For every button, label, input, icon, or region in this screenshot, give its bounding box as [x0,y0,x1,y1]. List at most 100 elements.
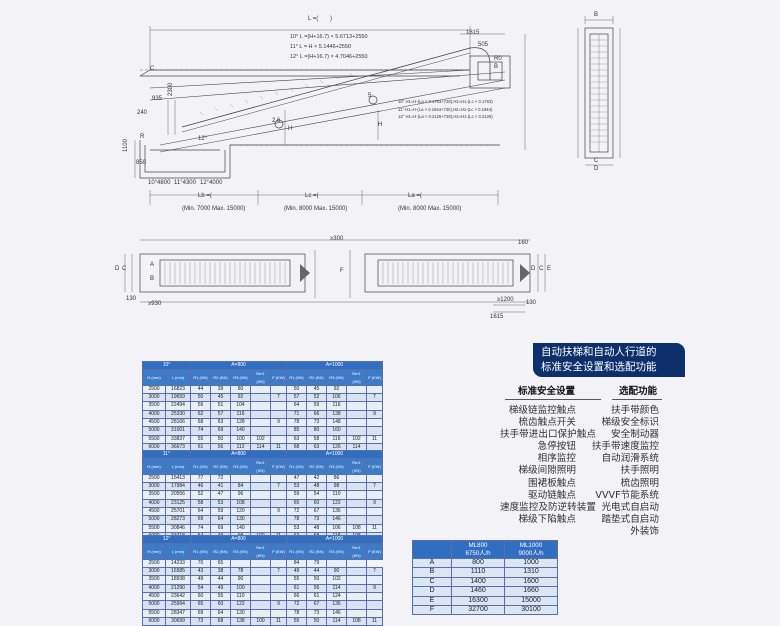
spec-cell: 122 [326,498,347,509]
spec-cell: 77 [190,473,211,484]
spec-cell: 130 [230,515,251,525]
spec-cell [326,558,347,569]
spec-cell: 70 [190,558,211,569]
spec-cell: 5500 [142,523,166,533]
spec-cell: 7 [270,393,287,403]
spec-cell: 52 [306,393,327,403]
spec-cell: 53 [286,523,307,533]
spec-cell: 4000 [142,583,166,594]
range-b: (Min. 7000 Max. 15000) [182,206,246,212]
spec-column-header: R2 (KN) [306,543,327,560]
width-1000-header: A=1000 [286,360,383,371]
capacity-value: 30100 [504,605,558,616]
spec-cell: 33837 [165,434,191,444]
spec-cell: 47 [286,473,307,484]
optional-title: 选配功能 [619,386,658,397]
section-banner: 自动扶梯和自动人行道的 标准安全设置和选配功能 [533,343,685,377]
spec-cell [346,498,367,509]
spec-column-header: R1 (KN) [286,543,307,560]
spec-cell [346,608,367,618]
spec-cell: 15413 [165,473,191,484]
r-label: R [140,134,145,140]
spec-cell: 57 [286,393,307,403]
spec-cell: 100 [230,583,251,594]
spec-cell [366,600,383,610]
spec-cell: 138 [326,409,347,420]
spec-column-header: R1 (KN) [286,369,307,386]
spec-cell: 16823 [165,384,191,395]
spec-column-header: R3 (KN) [230,458,251,475]
optional-feature-item: 梯级安全标识 [601,417,659,429]
spec-cell: 5500 [142,434,166,444]
spec-cell: 5000 [142,515,166,525]
spec-cell [346,583,367,594]
spec-cell: 72 [210,473,231,484]
spec-cell: 4500 [142,592,166,602]
standard-safety-item: 速度监控及防逆转装置 [500,501,596,513]
spec-cell: 5000 [142,600,166,610]
spec-column-header: L (mm) [165,458,191,475]
spec-column-header: L (mm) [165,543,191,560]
spec-cell: 44 [190,384,211,395]
spec-cell: 53 [210,498,231,509]
spec-cell: 62 [190,409,211,420]
optional-title-underline [612,399,662,400]
spec-cell: 104 [230,401,251,411]
formula-11: 11° L = H × 5.1446+2550 [290,44,352,50]
spec-cell: 54 [306,490,327,500]
spec-cell: 110 [230,592,251,602]
dim-ge300: ≥300 [330,236,344,242]
spec-cell: 48 [306,482,327,492]
spec-cell: 67 [306,600,327,610]
spec-cell: 45 [306,384,327,395]
spec-cell: 67 [306,507,327,517]
spec-cell: 60 [306,498,327,509]
spec-cell: 122 [230,600,251,610]
spec-cell [250,600,271,610]
spec-cell: 72 [286,600,307,610]
spec-cell: 57 [210,409,231,420]
spec-column-header: P (KW) [366,458,383,475]
spec-cell: 3000 [142,482,166,492]
spec-cell: 31001 [165,426,191,436]
spec-cell: 68 [210,616,231,626]
spec-cell: 7 [270,482,287,492]
spec-cell [270,608,287,618]
spec-cell: 116 [326,434,347,444]
capacity-value: 1660 [504,586,558,597]
dim-160: 160 [518,240,529,246]
spec-cell [346,515,367,525]
dim-130: 130 [126,296,137,302]
spec-cell [250,523,271,533]
formula-12: 12° L =(H+16.7) × 4.7046+2550 [290,54,368,60]
spec-cell: 51 [210,401,231,411]
spec-cell: 73 [306,418,327,428]
spec-cell: 106 [326,393,347,403]
width-1000-header: A=1000 [286,534,383,545]
spec-cell: 14233 [165,558,191,569]
c-left-label: C [150,66,155,72]
spec-cell: 7 [366,393,383,403]
capacity-value: 1110 [451,567,505,578]
spec-cell: 102 [250,434,271,444]
c-side-label: C [594,158,599,164]
spec-cell: 16585 [165,567,191,577]
spec-cell [346,490,367,500]
spec-cell: 59 [306,401,327,411]
spec-cell: 55 [286,616,307,626]
spec-cell: 59 [210,507,231,517]
spec-cell: 60 [190,592,211,602]
spec-cell: 114 [326,616,347,626]
spec-cell: 102 [346,434,367,444]
spec-cell: 11 [270,616,287,626]
spec-cell: 78 [286,515,307,525]
dim-ge930: ≥930 [148,301,162,307]
spec-column-header: R3 (KN) [326,543,347,560]
spec-cell: 140 [230,426,251,436]
spec-cell [250,608,271,618]
spec-cell: 7 [366,567,383,577]
spec-cell: 28166 [165,418,191,428]
